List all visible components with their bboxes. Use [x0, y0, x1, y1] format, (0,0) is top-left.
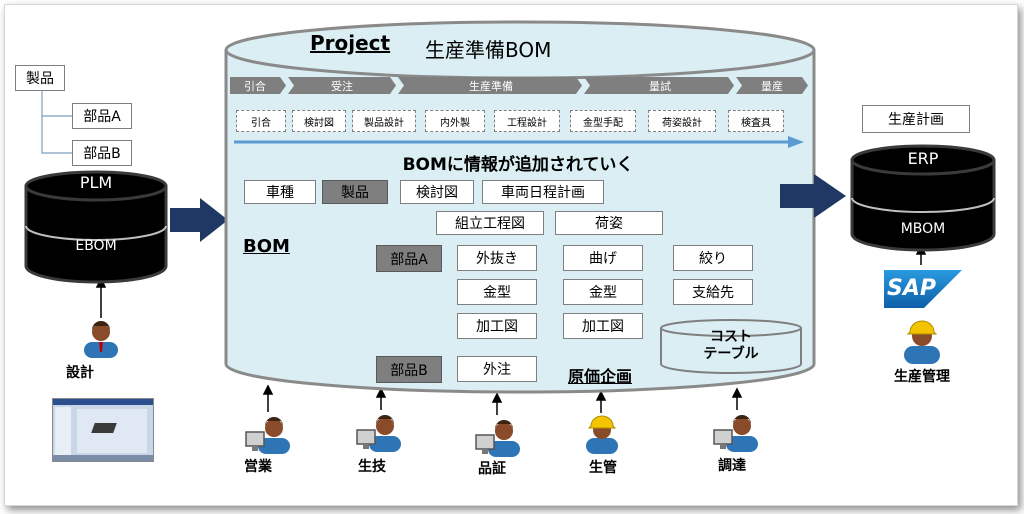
- role-quality-assurance: 品証: [478, 461, 506, 477]
- cad-screenshot-icon: [52, 398, 154, 462]
- bom-machining-drawing-a: 加工図: [457, 313, 537, 339]
- stage-trial: 量試: [649, 79, 671, 93]
- task-study-drawing: 検討図: [292, 110, 346, 132]
- role-production-control: 生管: [589, 460, 617, 476]
- person-pc-icon: [475, 420, 520, 457]
- role-production-engineering: 生技: [358, 459, 386, 475]
- stage-arrows: [230, 77, 808, 94]
- stage-mass-production: 量産: [761, 79, 783, 93]
- person-pc-icon: [245, 417, 290, 454]
- bom-assembly-drawing: 組立工程図: [436, 211, 544, 235]
- tree-part-a: 部品A: [72, 103, 132, 129]
- stage-preparation: 生産準備: [469, 79, 513, 93]
- bom-vehicle: 車種: [244, 180, 316, 204]
- bom-die-a: 金型: [457, 279, 537, 305]
- ebom-label: EBOM: [75, 238, 117, 254]
- task-make-or-buy: 内外製: [425, 110, 485, 132]
- cost-table-label: コスト テーブル: [703, 329, 759, 362]
- bom-machining-drawing-b: 加工図: [563, 313, 643, 339]
- bom-part-b: 部品B: [376, 356, 442, 383]
- task-process-design: 工程設計: [494, 110, 560, 132]
- task-product-design: 製品設計: [352, 110, 416, 132]
- project-subtitle: 生産準備BOM: [425, 38, 552, 62]
- role-production-management: 生産管理: [894, 369, 950, 385]
- bom-label: BOM: [243, 236, 290, 257]
- bom-supplier: 支給先: [673, 279, 753, 305]
- role-design: 設計: [66, 365, 94, 381]
- sap-logo-text: SAP: [887, 276, 936, 301]
- bom-drawing: 絞り: [673, 245, 753, 271]
- task-inspection-jig: 検査具: [728, 110, 784, 132]
- info-added-caption: BOMに情報が追加されていく: [402, 155, 634, 175]
- person-pc-icon: [713, 415, 758, 452]
- task-die-order: 金型手配: [570, 110, 636, 132]
- task-inquiry: 引合: [236, 110, 286, 132]
- erp-label: ERP: [907, 149, 939, 168]
- role-procurement: 調達: [718, 458, 746, 474]
- tree-part-b: 部品B: [72, 140, 132, 166]
- erp-database: [850, 144, 996, 252]
- cost-table-database: [660, 319, 802, 374]
- bom-bending: 曲げ: [563, 245, 643, 271]
- person-pc-icon: [356, 415, 401, 452]
- arrow-to-erp: [780, 174, 846, 218]
- stage-inquiry: 引合: [244, 79, 266, 93]
- person-worker-icon: [586, 415, 618, 454]
- bom-die-b: 金型: [563, 279, 643, 305]
- bom-blanking: 外抜き: [457, 245, 537, 271]
- plm-database: [24, 170, 168, 284]
- tree-product: 製品: [15, 65, 65, 91]
- person-designer-icon: [84, 321, 118, 358]
- bom-outsource: 外注: [457, 356, 537, 382]
- plm-label: PLM: [79, 173, 113, 192]
- timeline-arrow: [234, 136, 804, 148]
- bom-vehicle-schedule: 車両日程計画: [482, 180, 604, 204]
- bom-study-drawing: 検討図: [400, 180, 474, 204]
- arrow-to-project: [170, 198, 228, 242]
- project-title: Project: [310, 31, 391, 55]
- person-worker-icon: [904, 320, 940, 364]
- stage-order: 受注: [331, 79, 353, 93]
- cost-planning-label: 原価企画: [568, 367, 633, 386]
- mbom-label: MBOM: [900, 221, 946, 237]
- bom-packaging: 荷姿: [555, 211, 663, 235]
- bom-part-a: 部品A: [376, 245, 442, 272]
- task-packaging-design: 荷姿設計: [648, 110, 716, 132]
- bom-product: 製品: [322, 180, 388, 204]
- role-sales: 営業: [244, 459, 272, 475]
- sap-logo-icon: [884, 270, 962, 308]
- production-plan: 生産計画: [862, 105, 970, 133]
